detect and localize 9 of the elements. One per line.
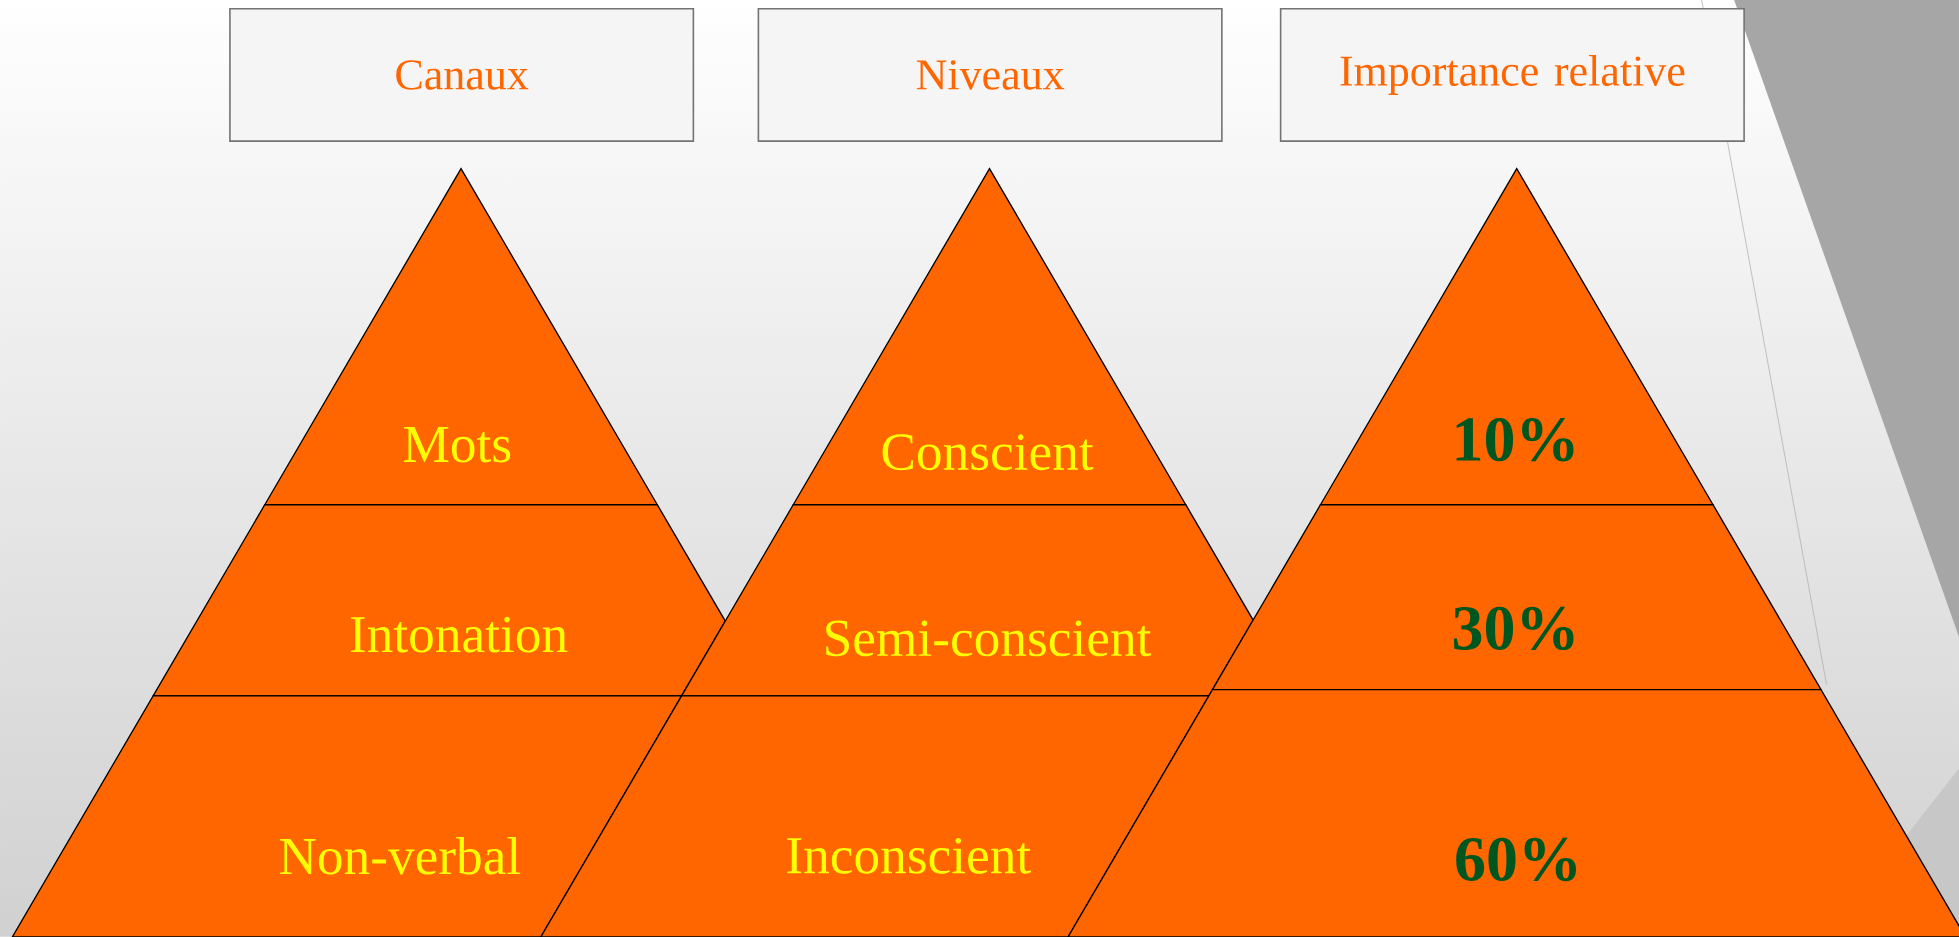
header-box: Importance relative	[1279, 7, 1745, 142]
node-label: 60%	[1456, 837, 1576, 882]
header-box: Niveaux	[757, 7, 1223, 142]
pyramid-band: Semi-conscient	[680, 504, 1254, 697]
node-label: Inconscient	[787, 837, 1031, 874]
pyramid-band: 30%	[1211, 504, 1823, 691]
header-box: Canaux	[229, 7, 695, 142]
pyramid-band: Non-verbal	[11, 695, 683, 937]
node-label: Non-verbal	[279, 837, 521, 875]
